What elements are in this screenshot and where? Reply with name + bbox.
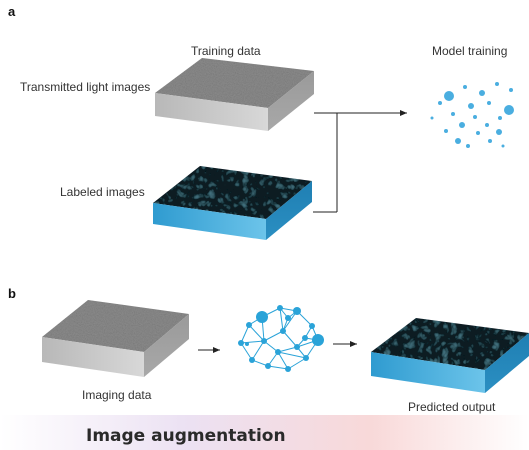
model-training-dot xyxy=(495,82,499,86)
network-edge xyxy=(277,351,307,359)
blue-tile-front xyxy=(153,203,266,240)
network-node xyxy=(280,328,286,334)
model-training-dot xyxy=(451,112,455,116)
output-tile-top xyxy=(371,318,529,370)
gray-tile-b-top xyxy=(42,300,189,352)
gray-tile-side xyxy=(268,71,314,131)
network-edge xyxy=(251,340,265,361)
network-node xyxy=(238,340,244,346)
network-node xyxy=(249,357,255,363)
model-training-dot xyxy=(488,139,492,143)
network-node xyxy=(285,366,291,372)
network-edge xyxy=(282,330,298,348)
predicted-output-tile xyxy=(371,318,529,393)
network-node xyxy=(312,334,324,346)
network-edge xyxy=(277,346,298,353)
network-node xyxy=(256,311,268,323)
model-training-dot xyxy=(466,144,470,148)
network-node xyxy=(275,349,281,355)
gray-tile-front xyxy=(155,93,268,131)
model-training-dot xyxy=(487,101,491,105)
output-tile-front xyxy=(371,352,485,393)
predicted-output-label: Predicted output xyxy=(408,400,496,414)
panel-a-letter: a xyxy=(8,4,16,19)
network-edge xyxy=(240,340,265,344)
model-training-dot xyxy=(444,91,454,101)
gray-tile-top xyxy=(155,58,314,108)
imaging-data-label: Imaging data xyxy=(82,388,152,402)
transmitted-light-tile xyxy=(155,58,314,131)
network-node xyxy=(245,342,249,346)
model-training-dot xyxy=(430,116,434,120)
training-connector xyxy=(313,110,407,213)
network-node xyxy=(303,355,309,361)
model-training-label: Model training xyxy=(432,44,508,58)
gray-tile-b-front xyxy=(42,337,144,377)
network-edge xyxy=(287,357,307,370)
blue-tile-top xyxy=(153,166,312,219)
title-banner-background xyxy=(0,415,529,450)
blue-tile-side xyxy=(266,181,312,240)
network-edge xyxy=(277,351,289,370)
network-node xyxy=(265,363,271,369)
model-training-dot xyxy=(509,88,513,92)
model-training-dot xyxy=(444,129,448,133)
neural-network-icon xyxy=(238,305,324,372)
model-training-dot xyxy=(501,144,505,148)
network-edge xyxy=(279,307,284,332)
model-training-dot xyxy=(468,103,474,109)
network-node xyxy=(261,338,267,344)
network-node xyxy=(293,307,301,315)
training-data-label: Training data xyxy=(191,44,261,58)
model-training-dot xyxy=(463,85,467,89)
network-node xyxy=(246,322,252,328)
model-training-dot xyxy=(498,116,502,120)
network-node xyxy=(285,315,291,321)
gray-tile-b-side xyxy=(144,314,189,377)
model-training-dot xyxy=(485,123,489,127)
model-training-dot xyxy=(504,105,514,115)
labeled-images-tile xyxy=(153,166,312,240)
network-node xyxy=(309,323,315,329)
model-training-dot xyxy=(479,90,485,96)
model-training-dot xyxy=(496,129,502,135)
network-node xyxy=(294,344,300,350)
network-edge xyxy=(263,330,284,342)
model-training-dot xyxy=(438,101,442,105)
network-node xyxy=(302,335,308,341)
network-edge xyxy=(240,324,250,344)
network-edge xyxy=(248,324,265,342)
model-training-dot xyxy=(455,138,461,144)
output-tile-side xyxy=(485,333,529,393)
network-edge xyxy=(282,310,298,332)
labeled-images-label: Labeled images xyxy=(60,185,145,199)
network-node xyxy=(277,305,283,311)
panel-b-letter: b xyxy=(8,286,16,301)
model-training-dots xyxy=(430,82,514,148)
model-training-dot xyxy=(459,122,465,128)
model-training-dot xyxy=(473,115,477,119)
transmitted-light-label: Transmitted light images xyxy=(20,80,151,94)
imaging-data-tile xyxy=(42,300,189,377)
model-training-dot xyxy=(476,131,480,135)
page-title: Image augmentation xyxy=(86,426,286,446)
network-edge xyxy=(240,342,253,361)
network-edge xyxy=(267,365,289,370)
